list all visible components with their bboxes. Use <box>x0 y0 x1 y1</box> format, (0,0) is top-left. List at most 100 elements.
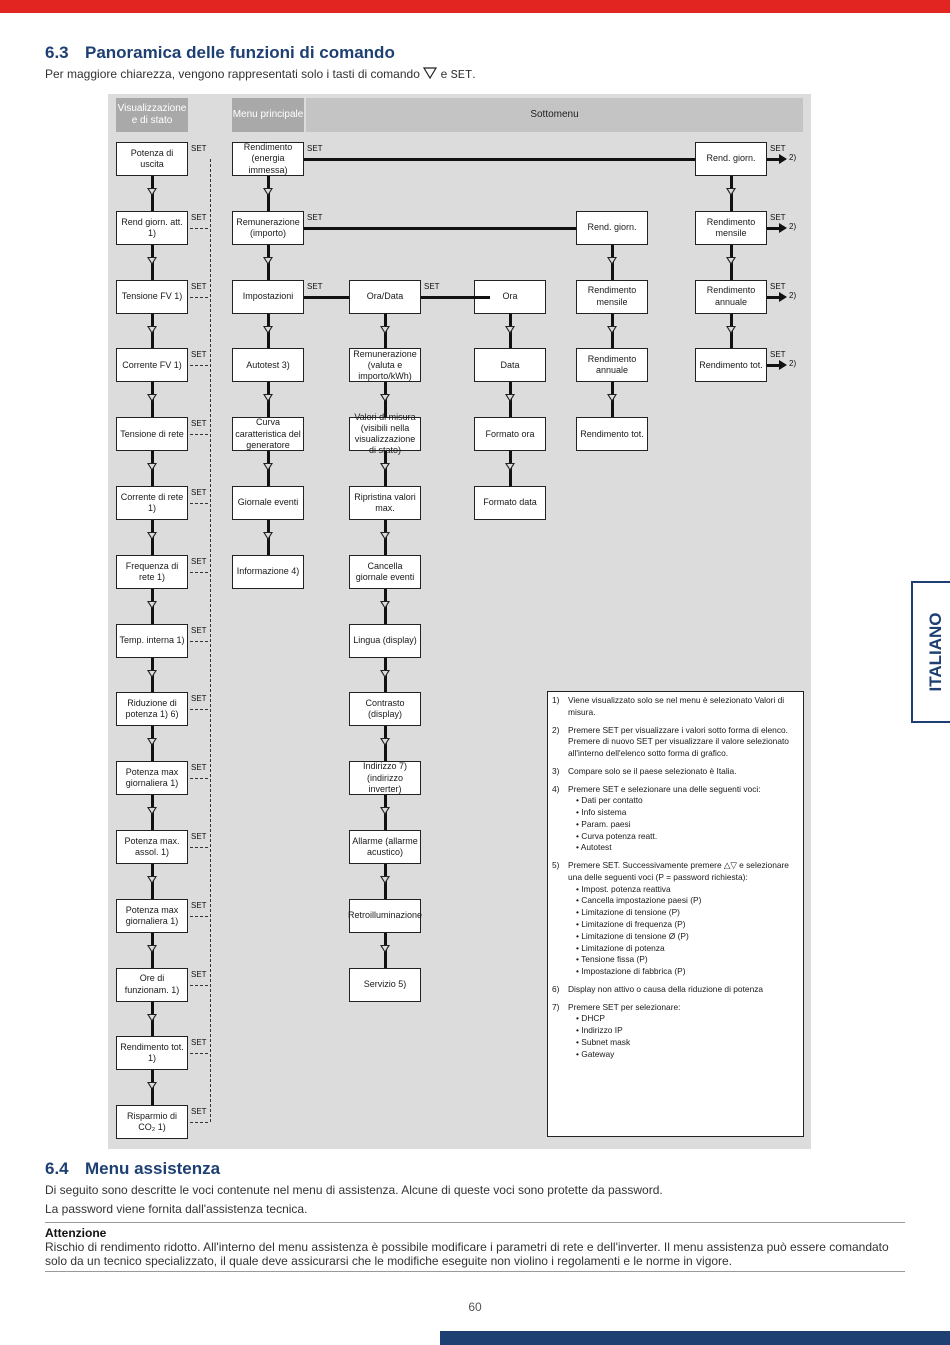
set-label: SET <box>307 144 323 153</box>
connector-line <box>767 295 781 299</box>
footnote-number: 7) <box>552 1001 560 1012</box>
dashed-connector <box>190 434 208 436</box>
main-box: Autotest 3) <box>232 348 304 383</box>
footnote-list-item: Subnet mask <box>576 1037 799 1049</box>
attention-title: Attenzione <box>45 1226 107 1240</box>
footnote-number: 6) <box>552 983 560 994</box>
connector-line <box>304 295 349 299</box>
dashed-connector <box>190 984 208 986</box>
down-arrow-icon <box>380 325 390 334</box>
rend-box: Rendimento mensile <box>576 279 648 314</box>
footnote-list-item: Indirizzo IP <box>576 1025 799 1037</box>
down-arrow-icon <box>147 188 157 196</box>
status-box: Corrente FV 1) <box>116 348 188 383</box>
down-arrow-icon <box>726 188 736 196</box>
attention-box: Attenzione Rischio di rendimento ridotto… <box>45 1222 905 1272</box>
rend2-box: Rend. giorn. <box>695 142 767 176</box>
intro-text: Per maggiore chiarezza, vengono rapprese… <box>45 67 420 81</box>
down-arrow-icon <box>147 738 157 747</box>
down-arrow-icon <box>147 1013 157 1022</box>
status-box: Corrente di rete 1) <box>116 486 188 520</box>
dashed-connector <box>190 1053 208 1055</box>
footnote-list-item: Impostazione di fabbrica (P) <box>576 966 799 978</box>
status-box: Potenza di uscita <box>116 142 188 176</box>
footnote-number: 5) <box>552 860 560 871</box>
service-paragraph-1: Di seguito sono descritte le voci conten… <box>45 1183 663 1197</box>
set-label: SET <box>770 281 786 291</box>
footnote-list-item: Info sistema <box>576 807 799 819</box>
footnote-body: Display non attivo o causa della riduzio… <box>568 984 799 996</box>
footnote-list: DHCPIndirizzo IPSubnet maskGateway <box>568 1013 799 1060</box>
footnote-list: Impost. potenza reattivaCancella imposta… <box>568 884 799 978</box>
down-arrow-icon <box>607 394 617 403</box>
set-label: SET <box>191 694 207 704</box>
down-arrow-icon <box>147 600 157 609</box>
settings-box: Lingua (display) <box>349 623 421 658</box>
settings-box: Indirizzo 7) (indirizzo inverter) <box>349 761 421 796</box>
down-arrow-icon <box>147 256 157 265</box>
right-arrow-icon <box>779 222 787 233</box>
footnote-list-item: Dati per contatto <box>576 795 799 807</box>
down-arrow-icon <box>505 394 515 403</box>
down-triangle-icon <box>423 67 438 80</box>
section-title: Menu assistenza <box>85 1159 221 1178</box>
down-arrow-icon <box>726 325 736 334</box>
footnote-list-item: Tensione fissa (P) <box>576 954 799 966</box>
connector-line <box>767 364 781 368</box>
down-arrow-icon <box>263 256 273 265</box>
footnote-text: Display non attivo o causa della riduzio… <box>568 983 764 994</box>
footnote-body: Viene visualizzato solo se nel menu è se… <box>568 695 799 719</box>
footnote-text: Premere SET e selezionare una delle segu… <box>568 783 761 794</box>
footnote-text: Premere SET per visualizzare i valori so… <box>568 724 789 759</box>
set-label: SET <box>770 144 786 153</box>
down-arrow-icon <box>263 325 273 334</box>
dashed-connector <box>190 365 208 367</box>
set-label: SET <box>191 488 207 497</box>
down-arrow-icon <box>380 669 390 678</box>
set-label: SET <box>191 625 207 635</box>
set-label: SET <box>191 969 207 979</box>
rend2-box: Rendimento annuale <box>695 279 767 314</box>
footnote-list-item: Limitazione di potenza <box>576 943 799 955</box>
down-arrow-icon <box>505 325 515 334</box>
footnote-item: 7)Premere SET per selezionare:DHCPIndiri… <box>552 1002 799 1061</box>
down-arrow-icon <box>147 876 157 884</box>
down-arrow-icon <box>147 669 157 678</box>
settings-box: Retroilluminazione <box>348 898 422 933</box>
down-arrow-icon <box>147 807 157 816</box>
footnote-ref: 2) <box>789 359 797 369</box>
footnote-item: 3)Compare solo se il paese selezionato è… <box>552 766 799 778</box>
set-label: SET <box>191 763 207 773</box>
language-tab: ITALIANO <box>911 581 950 723</box>
set-label: SET <box>191 1038 207 1048</box>
header-submenu: Sottomenu <box>306 98 803 132</box>
down-arrow-icon <box>147 944 157 953</box>
main-box: Informazione 4) <box>232 554 304 589</box>
footnote-number: 4) <box>552 783 560 794</box>
page-number: 60 <box>468 1300 482 1314</box>
connector-line <box>767 158 781 161</box>
connector-line <box>421 295 474 299</box>
connector-line <box>767 226 781 230</box>
settings-box: Servizio 5) <box>349 967 421 1002</box>
footnote-list-item: Param. paesi <box>576 819 799 831</box>
down-arrow-icon <box>380 600 390 609</box>
connector-line <box>304 158 695 161</box>
settings-box: Allarme (allarme acustico) <box>349 830 421 864</box>
top-red-bar <box>0 0 950 13</box>
footnote-list-item: Impost. potenza reattiva <box>576 884 799 896</box>
dashed-connector <box>190 296 208 298</box>
language-tab-label: ITALIANO <box>925 612 945 692</box>
time-box: Formato data <box>474 486 546 520</box>
down-arrow-icon <box>263 463 273 472</box>
footnote-number: 2) <box>552 724 560 735</box>
rend-box: Rend. giorn. <box>576 210 648 245</box>
status-box: Riduzione di potenza 1) 6) <box>116 692 188 727</box>
footnote-list-item: DHCP <box>576 1013 799 1025</box>
footnote-list-item: Limitazione di tensione (P) <box>576 907 799 919</box>
footnote-ref: 2) <box>789 290 797 300</box>
footnote-body: Premere SET per visualizzare i valori so… <box>568 725 799 760</box>
status-box: Frequenza di rete 1) <box>116 554 188 589</box>
set-label: SET <box>770 350 786 360</box>
header-main-menu: Menu principale <box>232 98 304 132</box>
